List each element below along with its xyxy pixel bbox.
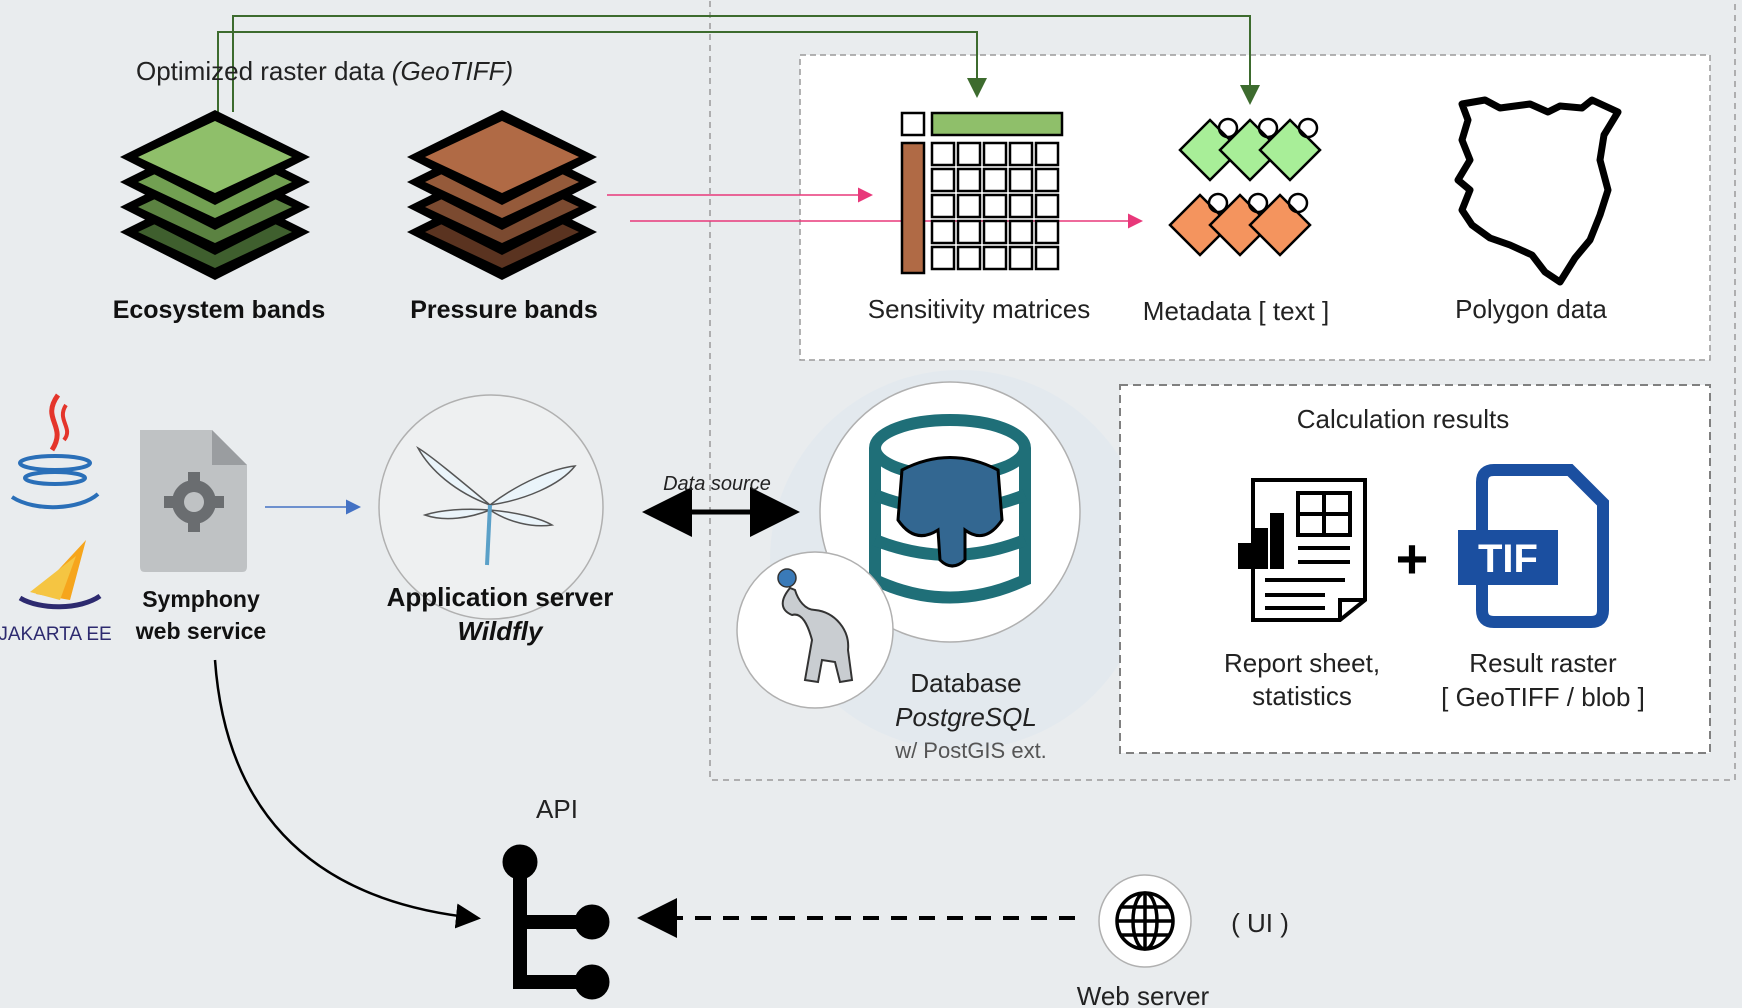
report-sheet-icon — [1238, 478, 1367, 622]
tif-file-icon: TIF — [1458, 464, 1609, 628]
appserver-label-line1: Application server — [387, 582, 614, 612]
database-label-line1: Database — [910, 668, 1021, 698]
postgis-elephant-icon — [777, 568, 854, 684]
matrix-cell — [956, 141, 982, 167]
matrix-cell — [1034, 167, 1060, 193]
ecosystem-bands-icon — [120, 110, 310, 280]
symphony-label-line2: web service — [135, 618, 266, 644]
sensitivity-matrix-icon — [900, 111, 1064, 275]
matrix-cell — [1008, 219, 1034, 245]
web-server-label: Web server — [1077, 981, 1210, 1008]
matrix-cell — [1008, 193, 1034, 219]
appserver-label-line2: Wildfly — [458, 616, 545, 646]
matrix-cell — [930, 219, 956, 245]
plus-sign: + — [1396, 527, 1429, 590]
matrix-cell — [1008, 245, 1034, 271]
matrix-cell — [956, 167, 982, 193]
matrix-cell — [982, 219, 1008, 245]
calculation-results-title: Calculation results — [1297, 404, 1509, 434]
tag-shape — [1248, 192, 1312, 257]
result-raster-label-line2: [ GeoTIFF / blob ] — [1441, 682, 1645, 712]
tag-shape — [1208, 192, 1272, 257]
metadata-label: Metadata [ text ] — [1143, 296, 1329, 326]
symphony-file-icon — [140, 430, 247, 572]
matrix-cell — [1034, 193, 1060, 219]
symphony-to-api-arrow — [213, 659, 481, 929]
result-raster-label-line1: Result raster — [1469, 648, 1617, 678]
tag-shape — [1258, 117, 1322, 182]
metadata-tags-icon — [1168, 117, 1322, 257]
jakarta-ee-logo-icon — [18, 540, 102, 610]
pressure-bands-label: Pressure bands — [410, 296, 598, 324]
wildfly-logo-icon — [416, 445, 577, 566]
raster-title: Optimized raster data (GeoTIFF) — [136, 56, 513, 86]
matrix-cell — [982, 167, 1008, 193]
matrix-cell — [930, 245, 956, 271]
database-label-line2: PostgreSQL — [895, 702, 1037, 732]
jakarta-ee-label: JAKARTA EE — [0, 624, 112, 645]
matrix-cell — [1034, 245, 1060, 271]
matrix-cell — [930, 193, 956, 219]
report-label-line2: statistics — [1252, 681, 1352, 711]
data-source-label: Data source — [663, 473, 771, 495]
report-label-line1: Report sheet, — [1224, 648, 1380, 678]
matrix-cell — [956, 219, 982, 245]
raster-to-metadata-arrow — [232, 15, 1260, 112]
database-label-line3: w/ PostGIS ext. — [894, 738, 1047, 763]
matrix-cell — [956, 193, 982, 219]
ui-label: ( UI ) — [1231, 908, 1289, 938]
server-region-border — [709, 0, 1736, 781]
matrix-cell — [930, 167, 956, 193]
symphony-label-line1: Symphony — [142, 586, 260, 612]
calculation-results-panel — [1119, 384, 1711, 754]
matrix-cell — [956, 245, 982, 271]
matrix-cell — [1034, 219, 1060, 245]
ecosystem-bands-label: Ecosystem bands — [113, 296, 326, 324]
api-tree-icon — [502, 844, 610, 1000]
matrix-cell — [982, 245, 1008, 271]
pressure-bands-icon — [407, 110, 597, 280]
matrix-cell — [930, 141, 956, 167]
java-logo-icon — [10, 393, 100, 510]
matrix-cell — [982, 193, 1008, 219]
matrix-cell — [1034, 141, 1060, 167]
matrix-cell — [1008, 141, 1034, 167]
globe-icon — [1115, 891, 1175, 951]
matrix-cell — [982, 141, 1008, 167]
svg-text:TIF: TIF — [1478, 537, 1538, 581]
polygon-outline-icon — [1454, 96, 1622, 286]
raster-to-matrix-arrow — [217, 31, 987, 112]
polygon-data-label: Polygon data — [1455, 294, 1607, 324]
sensitivity-matrices-label: Sensitivity matrices — [868, 294, 1091, 324]
api-label: API — [536, 794, 578, 824]
postgres-database-icon — [869, 414, 1031, 604]
matrix-cell — [1008, 167, 1034, 193]
